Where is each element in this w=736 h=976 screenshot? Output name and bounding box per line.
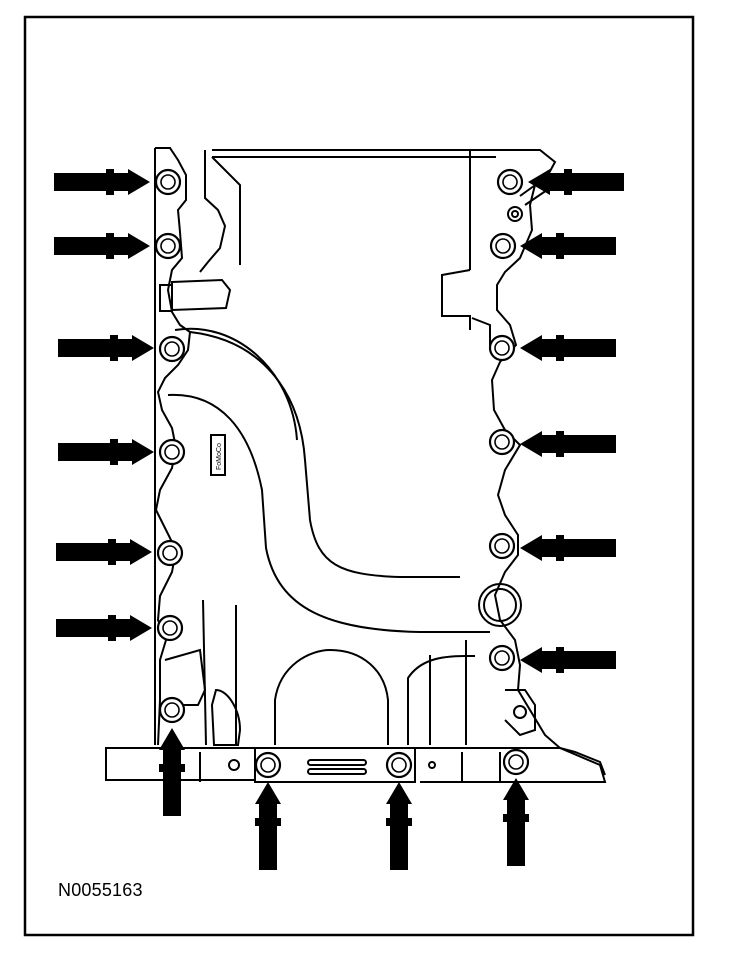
bottom-callout-arrows [159,728,529,870]
oil-pan-housing [105,147,607,783]
housing-badge-text: FoMoCo [216,443,223,470]
arrow-left-1 [54,169,150,195]
arrow-up-3 [386,782,412,870]
arrow-left-3 [58,335,154,361]
bolt-right-3 [488,334,516,362]
arrow-left-2 [54,233,150,259]
arrow-right-6 [520,647,616,673]
left-callout-arrows [54,169,154,641]
arrow-up-2 [255,782,281,870]
bolt-right-4 [488,428,516,456]
arrow-left-6 [56,615,152,641]
arrow-left-5 [56,539,152,565]
bolt-bottom-3 [502,748,530,776]
bolt-left-7 [158,696,186,724]
bolt-bottom-1 [254,751,282,779]
bolt-right-5 [488,532,516,560]
arrow-right-5 [520,535,616,561]
arrow-up-4 [503,778,529,866]
bolt-left-1 [154,168,182,196]
bolt-right-6 [488,644,516,672]
bottom-bolt-row [254,748,530,779]
arrow-right-2 [520,233,616,259]
bolt-left-3 [158,335,186,363]
bolt-left-4 [158,438,186,466]
left-bolt-column [154,168,186,724]
arrow-right-1 [528,169,624,195]
arrow-right-3 [520,335,616,361]
bolt-left-5 [156,539,184,567]
figure-id-label: N0055163 [58,880,143,900]
bolt-left-6 [156,614,184,642]
bolt-right-1 [496,168,524,196]
arrow-right-4 [520,431,616,457]
right-callout-arrows [520,169,624,673]
bolt-right-2 [489,232,517,260]
bolt-bottom-2 [385,751,413,779]
bolt-left-2 [154,232,182,260]
diagram-border [23,15,695,937]
arrow-left-4 [58,439,154,465]
arrow-up-1 [159,728,185,816]
